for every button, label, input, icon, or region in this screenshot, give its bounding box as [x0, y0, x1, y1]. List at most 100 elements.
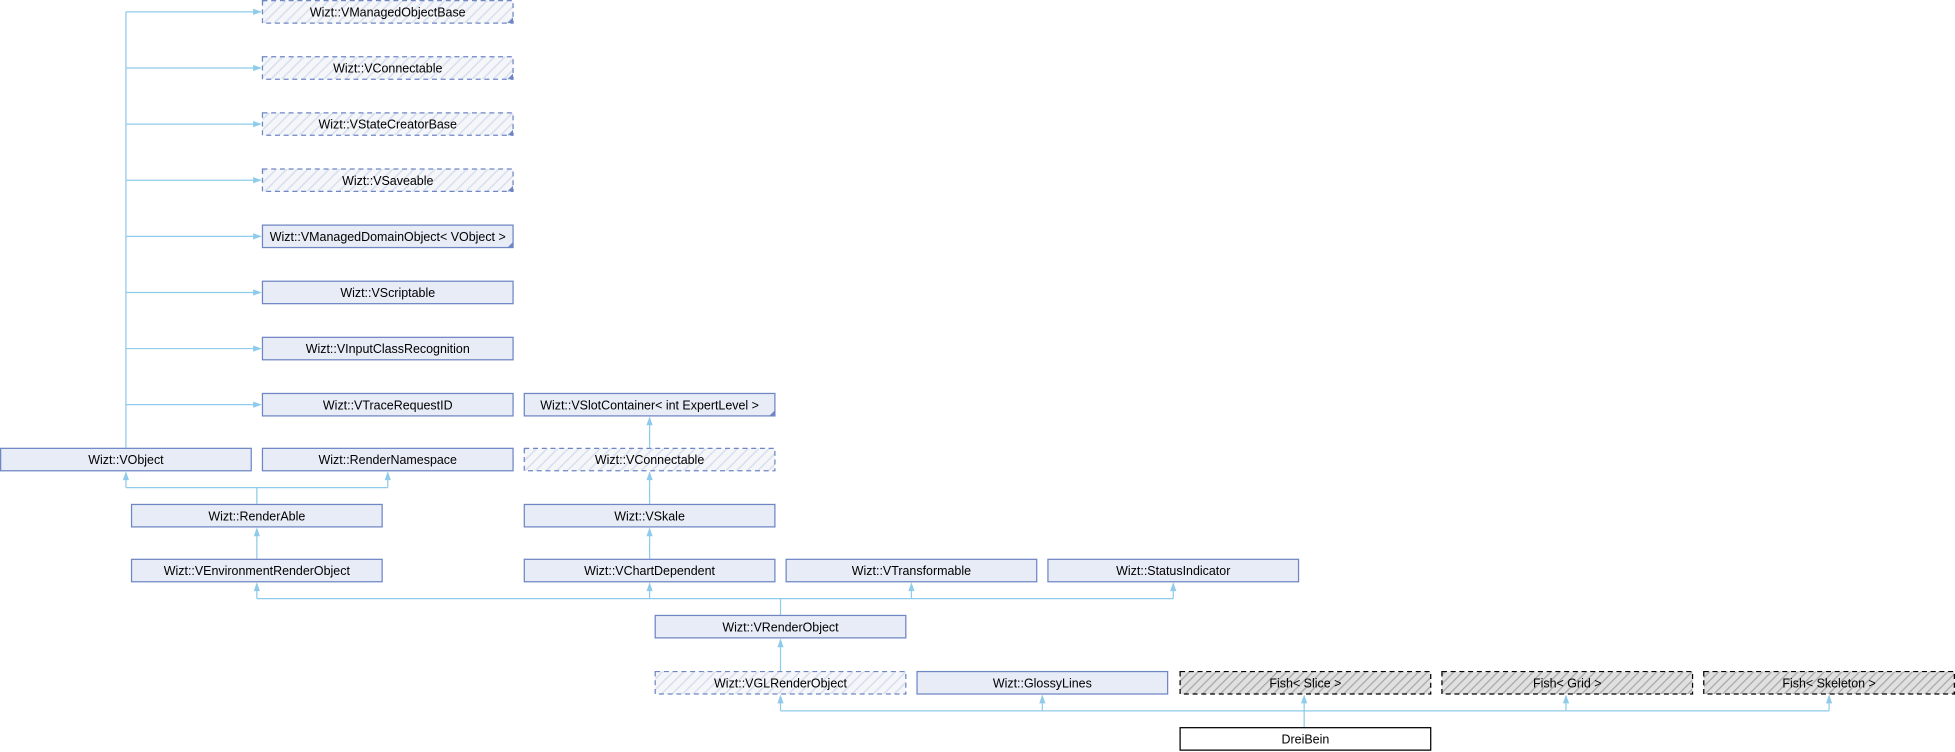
- collapsed-corner-icon: [507, 241, 514, 248]
- node-box: [261, 336, 514, 361]
- arrow-head-icon: [253, 177, 262, 184]
- class-node-vsaveable[interactable]: Wizt::VSaveable: [261, 168, 514, 193]
- node-label: Wizt::VScriptable: [340, 286, 435, 300]
- arrow-head-icon: [253, 527, 260, 537]
- collapsed-corner-icon: [507, 185, 514, 192]
- node-label: Wizt::VSlotContainer< int ExpertLevel >: [540, 398, 759, 412]
- node-label: Wizt::VInputClassRecognition: [306, 342, 470, 356]
- collapsed-corner-icon: [507, 73, 514, 80]
- arrow-head-icon: [646, 582, 653, 592]
- arrow-head-icon: [1039, 694, 1046, 704]
- arrow-head-icon: [777, 638, 784, 648]
- class-node-vconnectable-mid[interactable]: Wizt::VConnectable: [523, 447, 776, 472]
- node-label: Wizt::VObject: [88, 453, 164, 467]
- node-label: Wizt::GlossyLines: [993, 676, 1092, 690]
- class-node-vskale[interactable]: Wizt::VSkale: [523, 503, 776, 528]
- arrow-head-icon: [646, 527, 653, 537]
- node-box: [0, 447, 252, 472]
- node-box: [1179, 670, 1432, 695]
- node-label: Wizt::VManagedObjectBase: [310, 5, 466, 19]
- collapsed-corner-icon: [507, 129, 514, 136]
- arrow-head-icon: [253, 401, 262, 408]
- arrow-head-icon: [646, 471, 653, 481]
- arrow-head-icon: [1825, 694, 1833, 704]
- node-label: Fish< Skeleton >: [1782, 676, 1875, 690]
- node-label: Wizt::VStateCreatorBase: [319, 118, 457, 132]
- class-node-vconnectable-top[interactable]: Wizt::VConnectable: [261, 56, 514, 80]
- arrow-head-icon: [253, 8, 262, 15]
- node-box: [261, 56, 514, 80]
- node-label: Fish< Slice >: [1269, 676, 1341, 690]
- arrow-head-icon: [384, 471, 391, 481]
- arrow-head-icon: [253, 233, 262, 240]
- arrow-head-icon: [1562, 694, 1570, 704]
- node-box: [261, 280, 514, 305]
- node-label: Wizt::VConnectable: [595, 453, 704, 467]
- node-box: [785, 558, 1038, 583]
- node-box: [261, 0, 514, 24]
- arrow-head-icon: [777, 694, 784, 704]
- node-label: Wizt::VChartDependent: [584, 564, 715, 578]
- node-box: [1441, 670, 1694, 695]
- node-box: [523, 392, 776, 417]
- arrow-head-icon: [253, 64, 262, 72]
- arrow-head-icon: [253, 345, 262, 352]
- class-node-rendernamespace[interactable]: Wizt::RenderNamespace: [261, 447, 514, 472]
- node-box: [654, 670, 907, 695]
- node-box: [654, 614, 907, 639]
- node-box: [1703, 670, 1955, 695]
- class-node-glossylines[interactable]: Wizt::GlossyLines: [916, 670, 1169, 695]
- arrow-head-icon: [253, 582, 260, 592]
- arrow-head-icon: [646, 416, 653, 426]
- node-label: Wizt::VConnectable: [333, 62, 442, 76]
- node-label: DreiBein: [1282, 733, 1330, 747]
- node-box: [1179, 727, 1432, 751]
- node-label: Wizt::VTransformable: [852, 564, 971, 578]
- node-box: [130, 558, 383, 583]
- node-label: Wizt::VManagedDomainObject< VObject >: [270, 230, 506, 244]
- class-node-vstatecreatorbase[interactable]: Wizt::VStateCreatorBase: [261, 112, 514, 136]
- node-label: Wizt::RenderNamespace: [319, 453, 457, 467]
- class-node-vtracerequestid[interactable]: Wizt::VTraceRequestID: [261, 392, 514, 417]
- arrow-head-icon: [122, 471, 130, 481]
- node-label: Wizt::VRenderObject: [722, 620, 839, 634]
- node-box: [523, 558, 776, 583]
- node-box: [130, 503, 383, 528]
- class-node-vmanagedobjectbase[interactable]: Wizt::VManagedObjectBase: [261, 0, 514, 24]
- node-box: [261, 392, 514, 417]
- class-node-vtransformable[interactable]: Wizt::VTransformable: [785, 558, 1038, 583]
- class-node-vobject[interactable]: Wizt::VObject: [0, 447, 252, 472]
- arrow-head-icon: [253, 120, 262, 128]
- class-node-renderable[interactable]: Wizt::RenderAble: [130, 503, 383, 528]
- arrow-head-icon: [1301, 694, 1308, 704]
- class-node-fish-skeleton[interactable]: Fish< Skeleton >: [1703, 670, 1955, 695]
- arrow-head-icon: [908, 582, 915, 592]
- class-node-fish-slice[interactable]: Fish< Slice >: [1179, 670, 1432, 695]
- class-node-fish-grid[interactable]: Fish< Grid >: [1441, 670, 1694, 695]
- node-label: Wizt::VSaveable: [342, 174, 433, 188]
- arrow-head-icon: [253, 289, 262, 296]
- class-node-vchartdependent[interactable]: Wizt::VChartDependent: [523, 558, 776, 583]
- class-node-vglrenderobject[interactable]: Wizt::VGLRenderObject: [654, 670, 907, 695]
- class-node-vinputclassrecognition[interactable]: Wizt::VInputClassRecognition: [261, 336, 514, 361]
- node-box: [261, 168, 514, 193]
- class-node-vrenderobject[interactable]: Wizt::VRenderObject: [654, 614, 907, 639]
- node-label: Fish< Grid >: [1533, 676, 1602, 690]
- node-box: [261, 112, 514, 136]
- arrow-head-icon: [1170, 582, 1177, 592]
- node-box: [261, 447, 514, 472]
- class-node-vmanageddomainobject[interactable]: Wizt::VManagedDomainObject< VObject >: [261, 224, 514, 249]
- class-node-statusindicator[interactable]: Wizt::StatusIndicator: [1047, 558, 1300, 583]
- node-box: [1047, 558, 1300, 583]
- node-box: [916, 670, 1169, 695]
- node-box: [523, 447, 776, 472]
- node-label: Wizt::VTraceRequestID: [323, 398, 453, 412]
- class-node-dreibein[interactable]: DreiBein: [1179, 727, 1432, 751]
- class-node-vscriptable[interactable]: Wizt::VScriptable: [261, 280, 514, 305]
- class-node-venvironmentrenderobject[interactable]: Wizt::VEnvironmentRenderObject: [130, 558, 383, 583]
- node-box: [523, 503, 776, 528]
- class-node-vslotcontainer[interactable]: Wizt::VSlotContainer< int ExpertLevel >: [523, 392, 776, 417]
- collapsed-corner-icon: [769, 410, 775, 416]
